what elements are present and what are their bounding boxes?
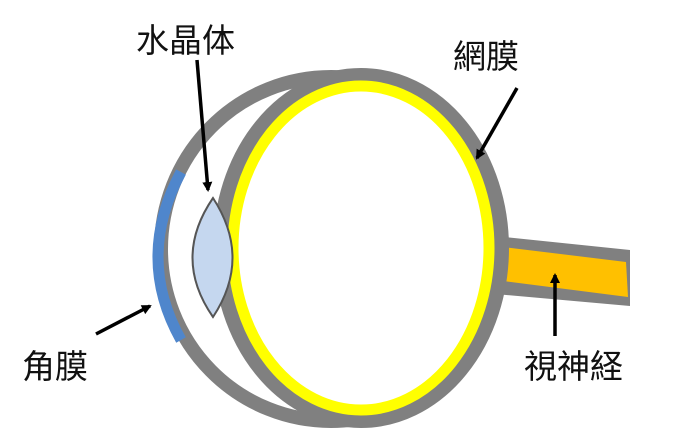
optic-nerve <box>495 236 630 306</box>
label-lens: 水晶体 <box>136 21 235 60</box>
label-cornea: 角膜 <box>22 347 88 386</box>
retina-arrow <box>475 87 519 160</box>
lens <box>191 196 234 319</box>
label-retina: 網膜 <box>453 37 519 76</box>
cornea <box>152 169 186 343</box>
sclera-inner <box>213 68 509 428</box>
optic-nerve-core <box>495 246 628 297</box>
retina <box>227 80 495 416</box>
label-optic-nerve: 視神経 <box>524 347 623 386</box>
cornea-arrow <box>95 304 152 336</box>
lens-arrow <box>195 59 213 192</box>
